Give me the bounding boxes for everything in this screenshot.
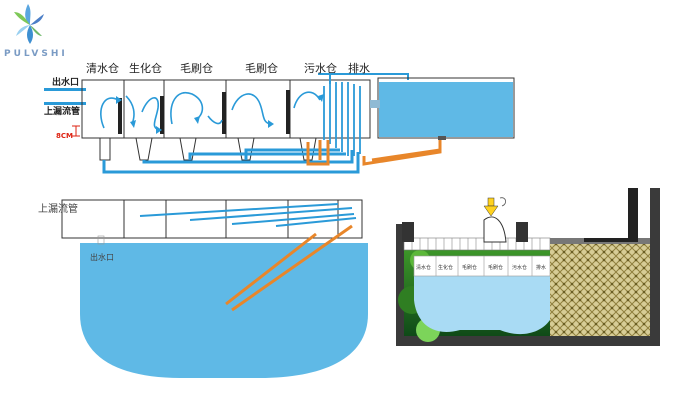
side-label-sewage: 污水仓 — [512, 265, 528, 271]
yellow-down-arrow-icon — [483, 197, 499, 217]
top-aquarium-tank — [370, 77, 515, 140]
top-overflow-label: 上漏流管 — [44, 107, 81, 117]
mid-aquarium-tank — [80, 243, 368, 378]
chamber-label-brush-1: 毛刷仓 — [180, 62, 213, 75]
brush-bars — [118, 90, 290, 134]
side-tall-pipe — [628, 188, 638, 242]
drain-pipes-orange — [306, 140, 442, 166]
side-overflow-box — [483, 216, 507, 243]
mid-orange-pipes — [225, 224, 353, 312]
chamber-label-clean: 清水仓 — [86, 62, 119, 75]
chamber-label-sewage: 污水仓 — [304, 62, 337, 75]
side-pump-right — [516, 222, 528, 242]
overflow-pipe — [44, 102, 86, 105]
bio-media-block — [550, 244, 650, 336]
chamber-label-bio: 生化仓 — [129, 62, 162, 75]
logo-mark — [14, 4, 44, 44]
sump-plates — [323, 82, 361, 156]
side-label-brush-1: 毛刷仓 — [462, 265, 478, 271]
side-compartment-strip — [413, 255, 551, 277]
height-label: 8CM — [56, 132, 73, 140]
mid-blue-lines — [139, 203, 357, 227]
chamber-label-brush-2: 毛刷仓 — [245, 62, 278, 75]
side-pump-left — [402, 222, 414, 242]
side-water — [414, 276, 550, 335]
top-outlet-label: 出水口 — [52, 78, 80, 88]
logo-text: PULVSHI — [4, 49, 68, 59]
mid-overflow-label: 上漏流管 — [38, 204, 78, 215]
middle-filter-diagram — [61, 199, 368, 378]
flow-arrow-heads — [116, 94, 324, 134]
top-filter-diagram — [44, 73, 515, 174]
chamber-label-drain: 排水 — [348, 62, 370, 75]
mid-filter-box — [61, 199, 363, 239]
side-grille — [403, 237, 551, 251]
side-label-drain: 排水 — [536, 265, 547, 271]
side-label-bio: 生化仓 — [438, 265, 454, 271]
side-view-illustration — [396, 188, 660, 346]
mid-outlet-marker — [97, 235, 105, 245]
mid-outlet-label: 出水口 — [90, 253, 114, 262]
side-label-clean: 清水仓 — [416, 265, 432, 271]
side-label-brush-2: 毛刷仓 — [488, 265, 504, 271]
outlet-pipe — [44, 88, 86, 91]
